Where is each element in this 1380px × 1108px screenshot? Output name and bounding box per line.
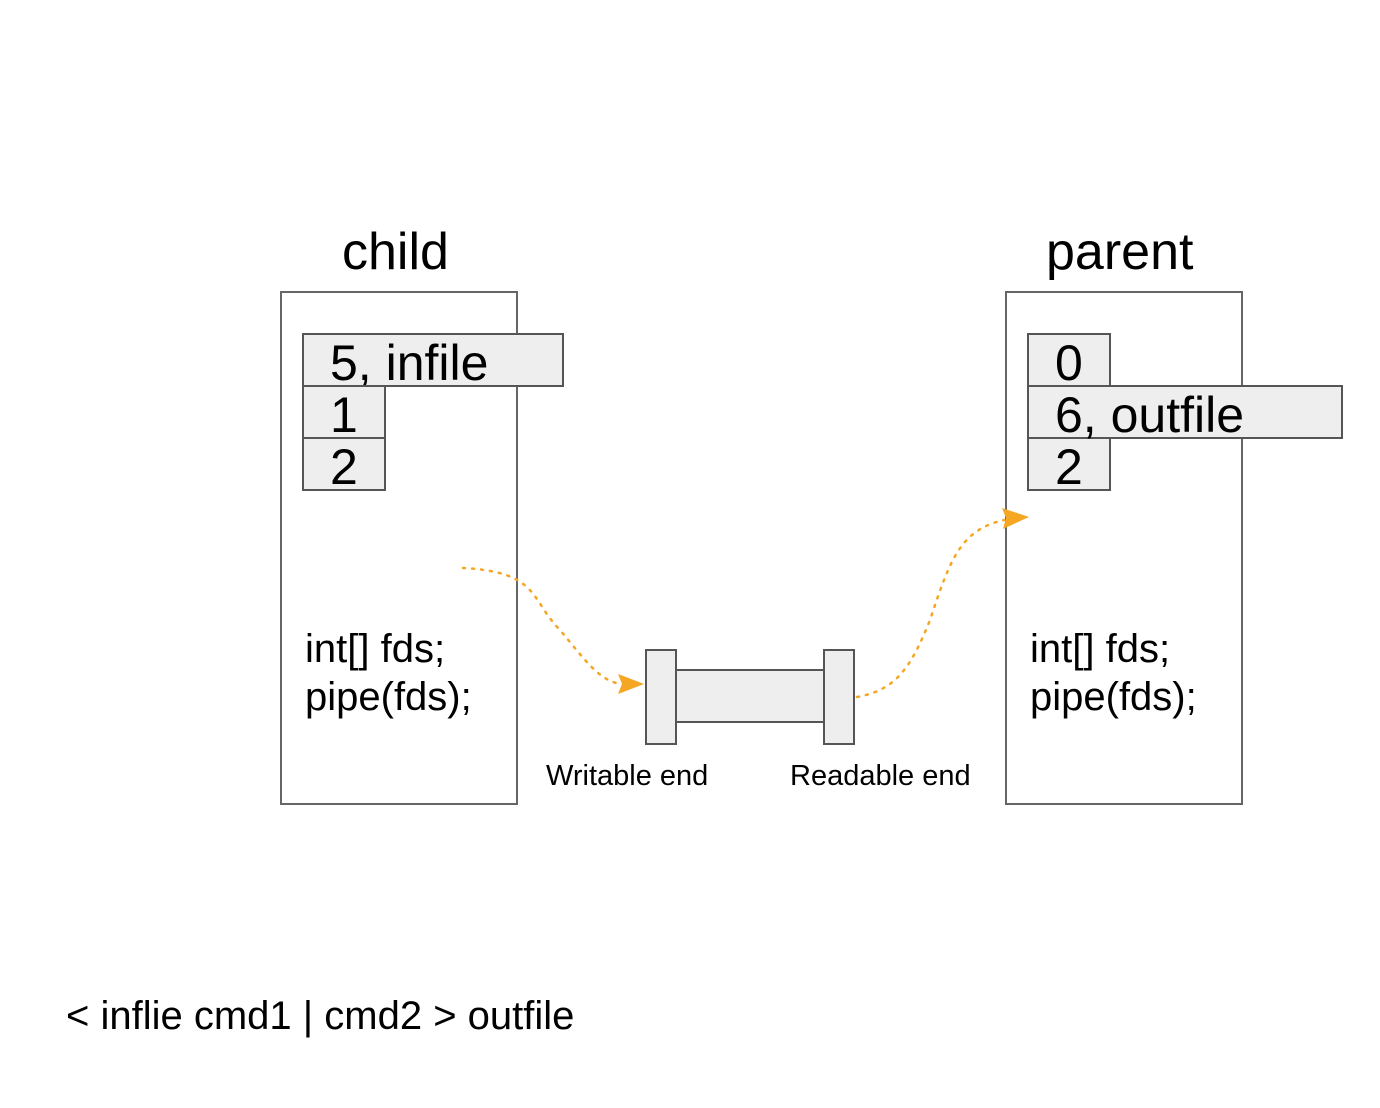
pipe-to-parent-arrowhead bbox=[1002, 508, 1029, 529]
child-to-pipe-arrow bbox=[461, 566, 624, 686]
child-fd-2-cell: 2 bbox=[302, 437, 386, 495]
pipe-to-parent-arrow bbox=[855, 518, 1006, 699]
pipe-write-end bbox=[645, 649, 677, 745]
parent-fd-2-cell: 2 bbox=[1027, 437, 1111, 495]
parent-fd-0-cell: 0 bbox=[1027, 333, 1111, 391]
parent-code-block: int[] fds; pipe(fds); bbox=[1030, 625, 1197, 721]
child-code-block: int[] fds; pipe(fds); bbox=[305, 625, 472, 721]
child-fd-1-cell: 1 bbox=[302, 385, 386, 443]
shell-command: < inflie cmd1 | cmd2 > outfile bbox=[66, 994, 575, 1038]
parent-title: parent bbox=[1046, 223, 1194, 281]
child-fd-0-cell: 5, infile bbox=[302, 333, 564, 391]
pipe-read-end bbox=[823, 649, 855, 745]
child-code-line-declare: int[] fds; bbox=[305, 627, 446, 671]
readable-end-label: Readable end bbox=[790, 760, 971, 792]
child-title: child bbox=[342, 223, 449, 281]
child-code-line-pipe: pipe(fds); bbox=[305, 675, 472, 719]
pipe-body bbox=[674, 669, 826, 723]
parent-fd-1-cell: 6, outfile bbox=[1027, 385, 1343, 443]
parent-code-line-pipe: pipe(fds); bbox=[1030, 675, 1197, 719]
parent-code-line-declare: int[] fds; bbox=[1030, 627, 1171, 671]
writable-end-label: Writable end bbox=[546, 760, 709, 792]
child-to-pipe-arrowhead bbox=[618, 674, 644, 694]
